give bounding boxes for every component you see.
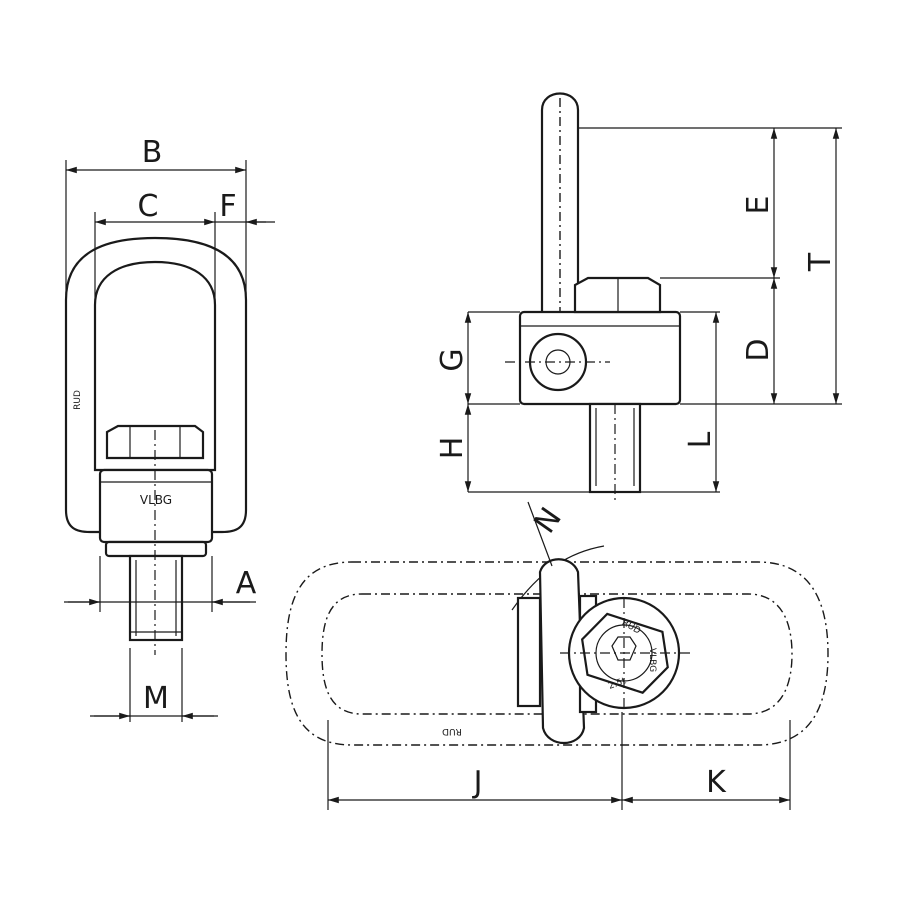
front-ring-inner — [93, 260, 217, 472]
dimension-e-label: E — [741, 196, 776, 215]
dimension-b-label: B — [142, 135, 163, 170]
side-view: G H L E D T — [435, 92, 842, 500]
front-view: VLBG RUD B C F A M — [64, 135, 275, 722]
dimension-k-label: K — [706, 765, 727, 800]
side-code-marking: RUD — [73, 390, 83, 410]
dimension-f-label: F — [219, 189, 236, 224]
head-code-2: VLBG — [647, 648, 657, 672]
dimension-j-label: J — [472, 765, 483, 800]
bottom-code-marking: RUD — [442, 726, 462, 736]
front-bolt — [128, 554, 184, 642]
dimension-a-label: A — [236, 566, 257, 601]
dimension-l-label: L — [683, 431, 718, 448]
brand-marking: VLBG — [140, 493, 172, 507]
front-hex-head — [105, 424, 205, 460]
dimension-h-label: H — [435, 437, 470, 460]
side-pin — [528, 332, 588, 392]
dimension-c-label: C — [138, 189, 159, 224]
top-swing-inner — [321, 593, 793, 715]
top-bail — [538, 558, 586, 744]
top-swing-outer — [285, 561, 829, 746]
dimension-n-label: N — [527, 501, 569, 539]
dimension-d-label: D — [741, 338, 776, 361]
dimension-g-label: G — [435, 348, 470, 371]
dimension-t-label: T — [803, 252, 838, 272]
dimension-m-label: M — [143, 681, 169, 716]
top-view: RUD VLBG 2.5t RUD N J K — [285, 501, 829, 810]
